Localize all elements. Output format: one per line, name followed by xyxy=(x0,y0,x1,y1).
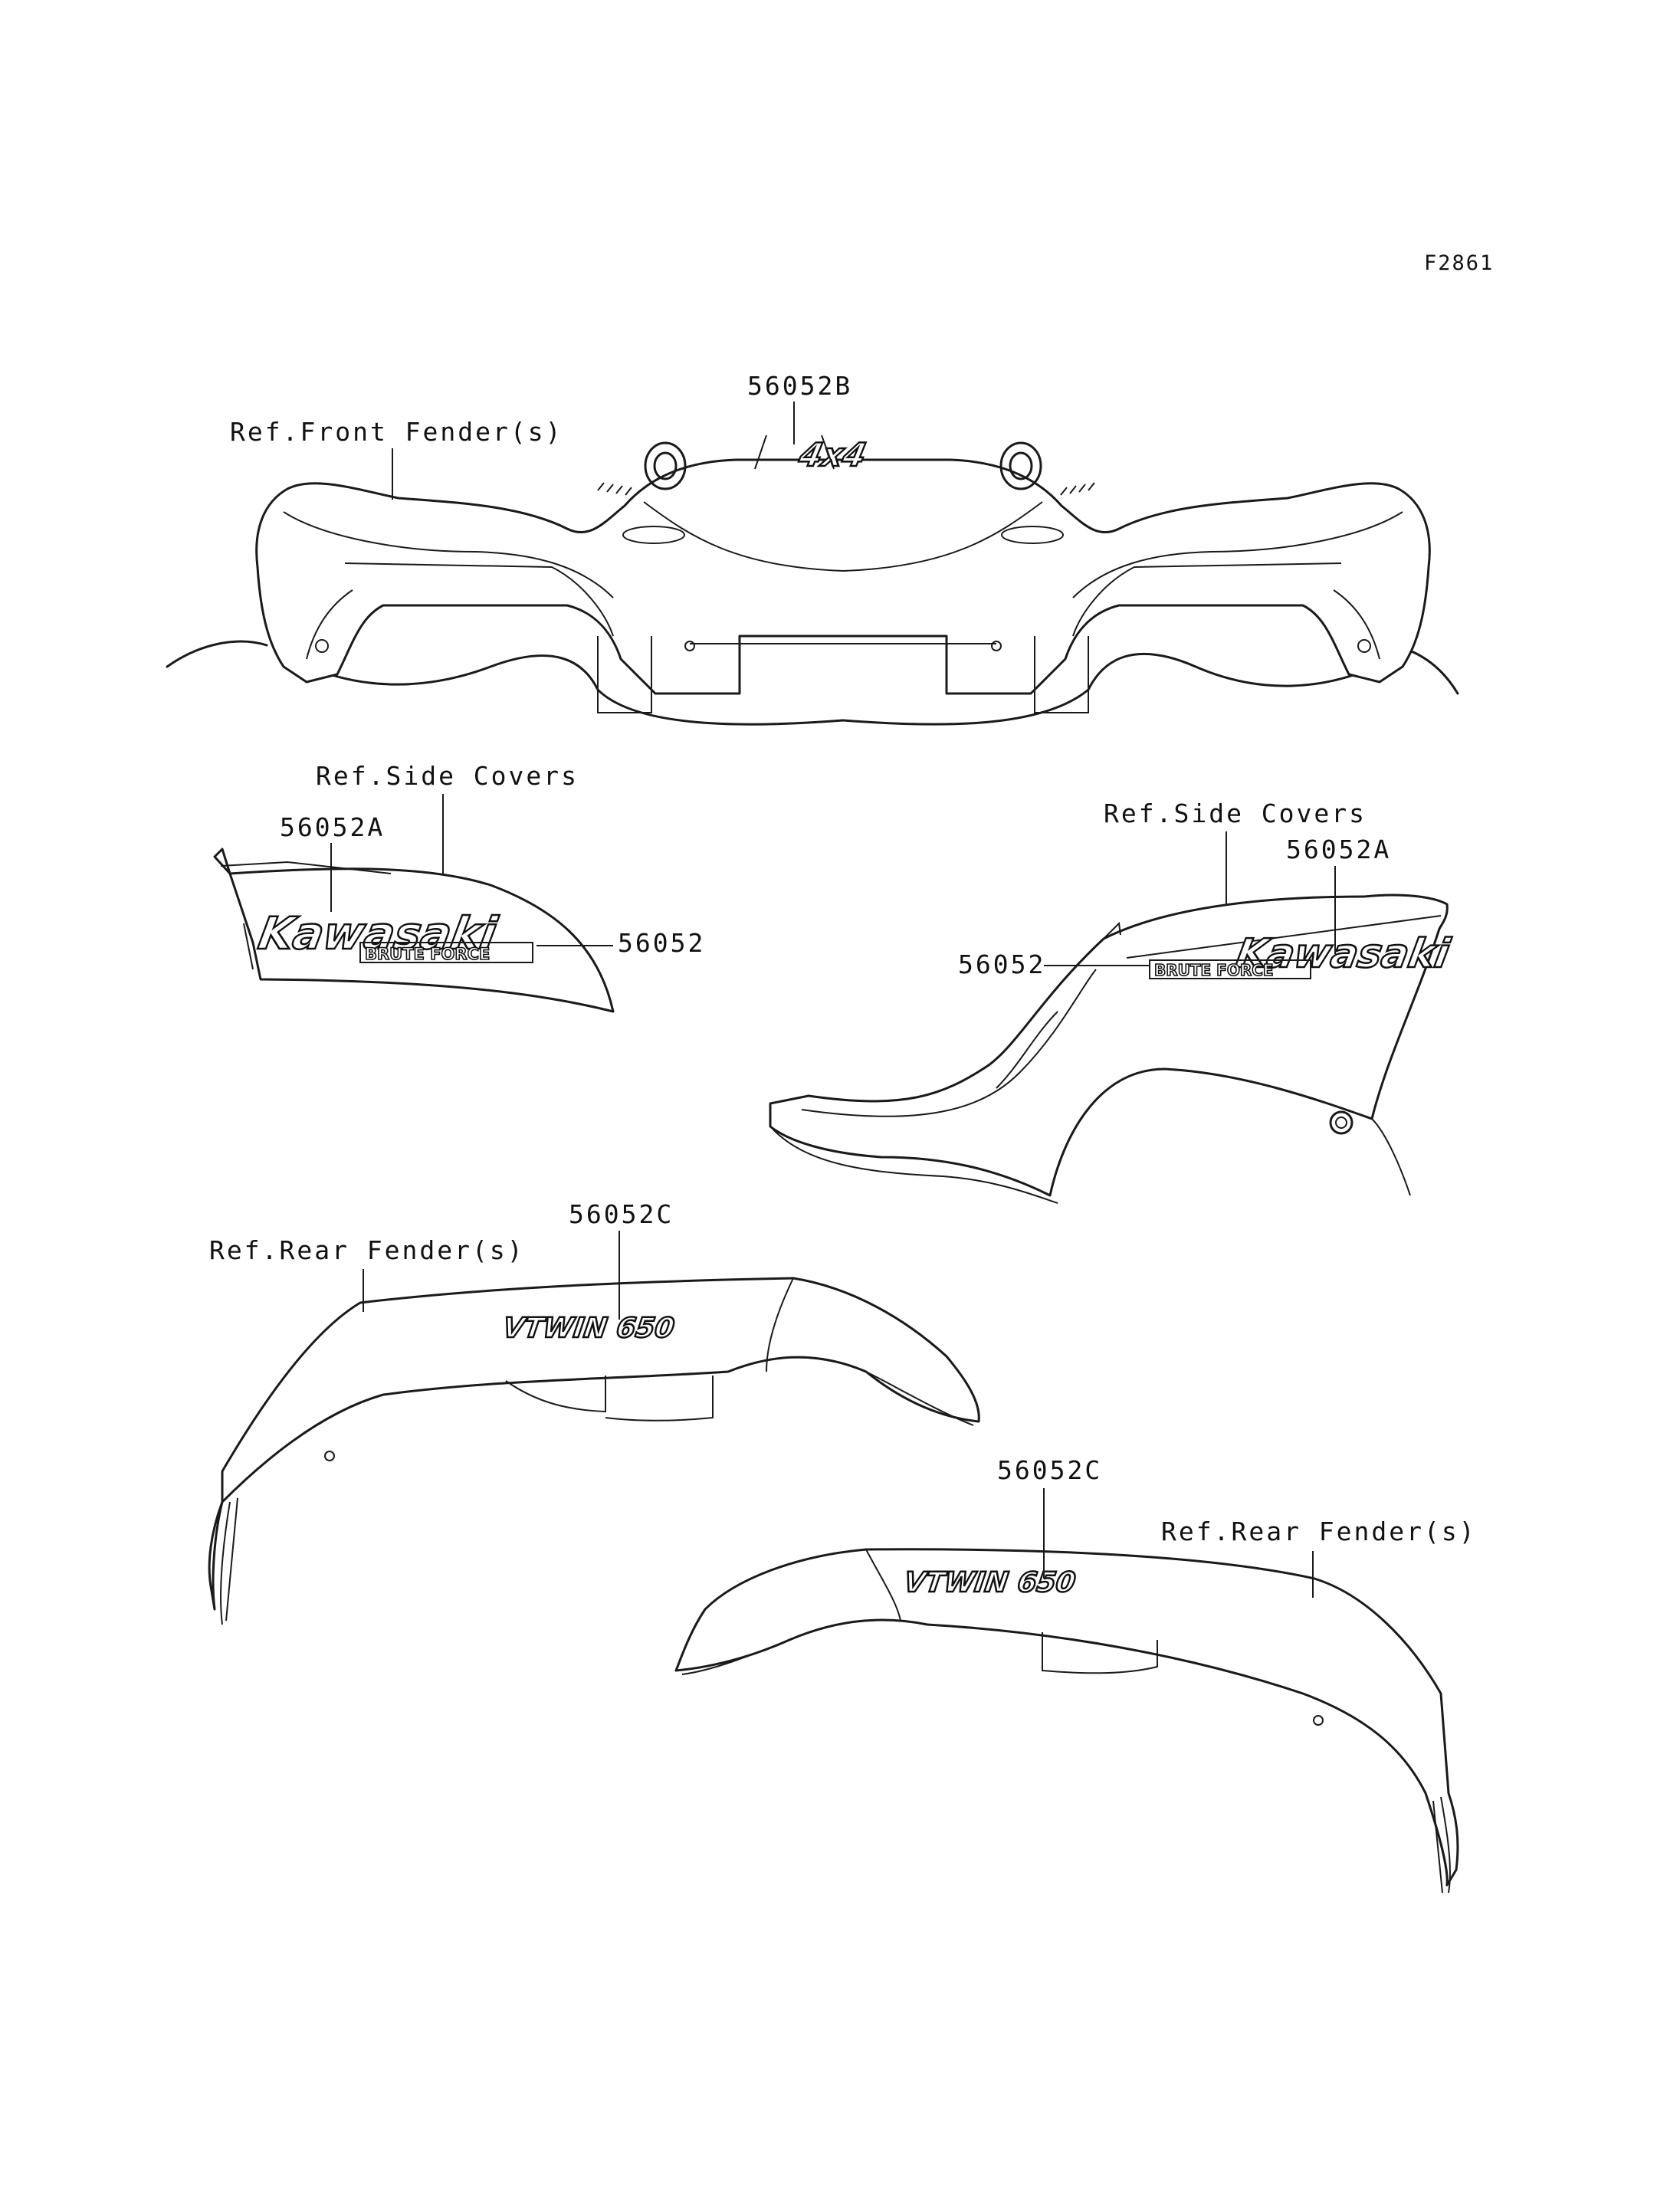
decal-bruteforce-left: BRUTE FORCE xyxy=(365,945,490,963)
ref-rear-fender-upper-label: Ref.Rear Fender(s) xyxy=(209,1235,525,1265)
ref-side-covers-right-label: Ref.Side Covers xyxy=(1104,798,1367,828)
decal-bruteforce-right: BRUTE FORCE xyxy=(1154,961,1274,979)
part-56052a-right-label: 56052A xyxy=(1286,835,1391,864)
part-56052-right-label: 56052 xyxy=(958,949,1045,979)
part-56052b-leader xyxy=(754,402,835,470)
part-56052c-upper-label: 56052C xyxy=(569,1199,674,1229)
rear-fender-lower-drawing: VTWIN 650 xyxy=(674,1548,1459,1894)
ref-side-covers-left-label: Ref.Side Covers xyxy=(316,761,579,791)
decal-kawasaki-right: Kawasaki xyxy=(1232,930,1454,977)
ref-rear-fender-lower-label: Ref.Rear Fender(s) xyxy=(1161,1517,1477,1546)
part-56052b-label: 56052B xyxy=(747,371,852,401)
decal-4x4: 4x4 xyxy=(795,437,869,474)
diagram-code: F2861 xyxy=(1424,251,1494,275)
rear-fender-upper-drawing: VTWIN 650 xyxy=(208,1277,980,1625)
front-fender-drawing: 4x4 xyxy=(166,436,1459,726)
decal-kawasaki-left: Kawasaki xyxy=(254,907,501,959)
part-56052a-left-label: 56052A xyxy=(280,812,385,842)
part-56052c-lower-label: 56052C xyxy=(997,1455,1102,1485)
left-side-cover-drawing: Kawasaki BRUTE FORCE xyxy=(213,848,615,1013)
decal-vtwin-lower: VTWIN 650 xyxy=(902,1566,1078,1599)
ref-front-fender-label: Ref.Front Fender(s) xyxy=(230,417,563,447)
part-56052-left-label: 56052 xyxy=(618,928,705,958)
right-side-cover-drawing: Kawasaki BRUTE FORCE xyxy=(769,894,1455,1204)
decal-vtwin-upper: VTWIN 650 xyxy=(500,1311,676,1344)
